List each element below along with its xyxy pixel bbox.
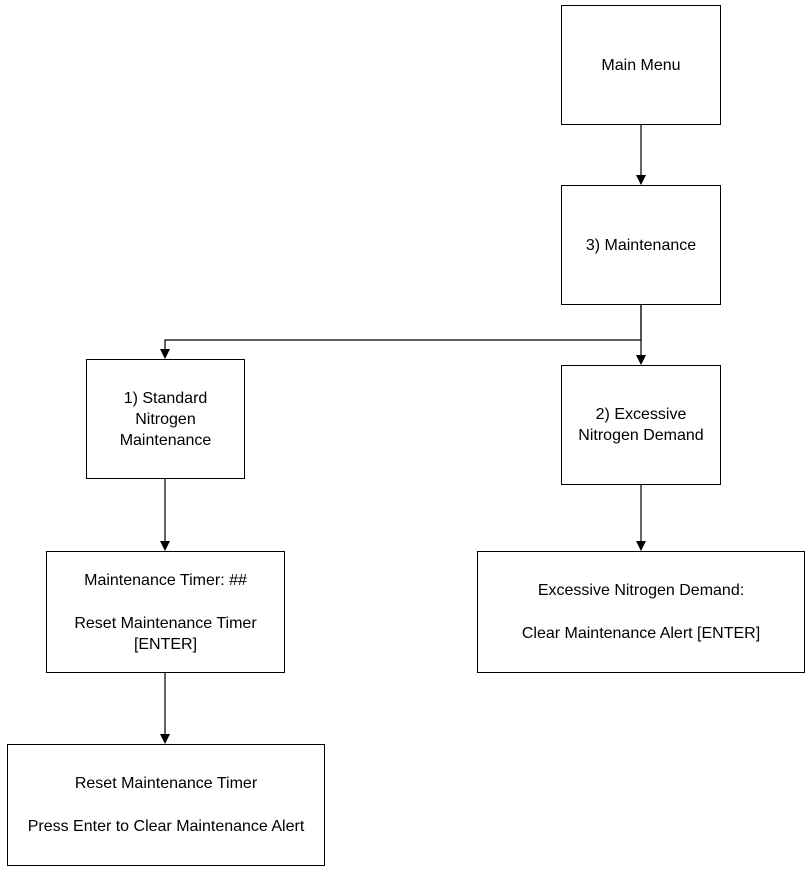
node-maintenance-timer-screen: Maintenance Timer: ## Reset Maintenance … [46, 551, 285, 673]
node-excessive-line-1: 2) Excessive [595, 406, 687, 423]
node-excessive-demand-screen: Excessive Nitrogen Demand: Clear Mainten… [477, 551, 805, 673]
timer-screen-line-1: Maintenance Timer: ## [84, 571, 247, 589]
node-standard-line-2: Nitrogen [135, 410, 196, 428]
excessive-screen-line-2: Clear Maintenance Alert [ENTER] [521, 625, 761, 642]
edge-maintenance-to-standard [160, 305, 642, 359]
reset-screen-line-1: Reset Maintenance Timer [74, 775, 258, 792]
node-maintenance-label: 3) Maintenance [585, 236, 697, 254]
node-main-menu: Main Menu [561, 5, 721, 125]
node-reset-timer-screen: Reset Maintenance Timer Press Enter to C… [7, 744, 325, 866]
node-maintenance: 3) Maintenance [561, 185, 721, 305]
timer-screen-line-2: Reset Maintenance Timer [74, 614, 257, 632]
excessive-screen-line-1: Excessive Nitrogen Demand: [537, 582, 745, 599]
node-standard-nitrogen-maintenance: 1) Standard Nitrogen Maintenance [86, 359, 245, 479]
reset-screen-line-2: Press Enter to Clear Maintenance Alert [27, 818, 305, 835]
timer-screen-line-3: [ENTER] [133, 635, 198, 653]
node-excessive-line-2: Nitrogen Demand [578, 427, 704, 444]
node-excessive-nitrogen-demand: 2) Excessive Nitrogen Demand [561, 365, 721, 485]
node-main-menu-label: Main Menu [601, 56, 681, 74]
node-standard-line-3: Maintenance [119, 431, 212, 449]
node-standard-line-1: 1) Standard [123, 389, 208, 407]
